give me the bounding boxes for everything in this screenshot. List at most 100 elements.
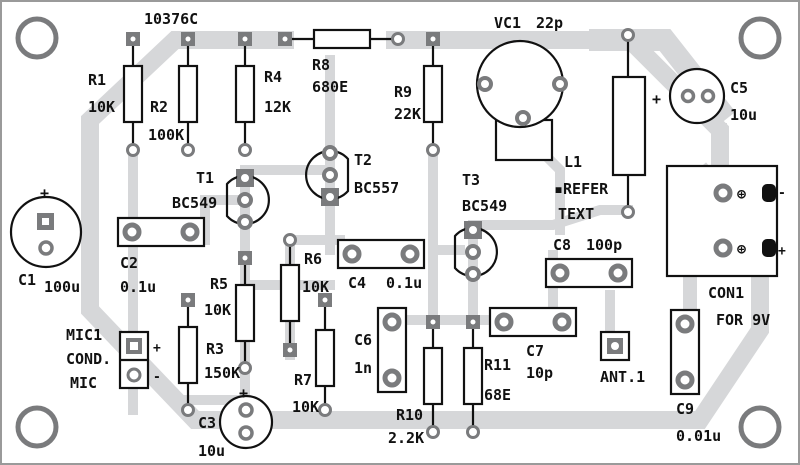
resistor-r2: R2 100K [148, 32, 199, 157]
c5-value: 10u [730, 106, 757, 124]
c8-ref: C8 [553, 236, 571, 254]
mic1-plus: + [153, 341, 161, 356]
c2-ref: C2 [120, 254, 138, 272]
pad-round [342, 244, 362, 264]
resistor-r10: R10 2.2K [388, 315, 444, 447]
pad-round [675, 314, 695, 334]
mounting-hole-icon [738, 405, 782, 449]
pad-round [318, 403, 332, 417]
pad-round [608, 263, 628, 283]
resistor-r1: R1 10K [88, 32, 144, 157]
r11-ref: R11 [484, 356, 511, 374]
capacitor-c2: C20.1u [116, 216, 206, 296]
r3-value: 150K [204, 364, 240, 382]
pad-round [466, 425, 480, 439]
c5-ref: C5 [730, 79, 748, 97]
resistor-r7: R7 10K [292, 293, 336, 417]
l1-note-2: TEXT [558, 205, 594, 223]
t3-ref: T3 [462, 171, 480, 189]
r1-ref: R1 [88, 71, 106, 89]
r6-ref: R6 [304, 250, 322, 268]
r10-value: 2.2K [388, 429, 424, 447]
pad-round [550, 263, 570, 283]
pad-round [181, 403, 195, 417]
con1-note: FOR 9V [716, 311, 770, 329]
con1-ref: CON1 [708, 284, 744, 302]
r7-ref: R7 [294, 371, 312, 389]
pad-round [238, 361, 252, 375]
pad-round [382, 312, 402, 332]
c6-ref: C6 [354, 331, 372, 349]
pad-round [382, 368, 402, 388]
pad-round [122, 222, 142, 242]
con1-tab-pos [762, 239, 776, 257]
board-code: 10376C [144, 10, 198, 28]
l1-note-1: ▪REFER [554, 180, 609, 198]
r4-value: 12K [264, 98, 291, 116]
c1-value: 100u [44, 278, 80, 296]
vc1-value: 22p [536, 14, 563, 32]
vc1-ref: VC1 [494, 14, 521, 32]
t1-value: BC549 [172, 194, 217, 212]
pad-round [675, 370, 695, 390]
c8-value: 100p [586, 236, 622, 254]
t1-ref: T1 [196, 169, 214, 187]
pad-round [465, 266, 481, 282]
c9-value: 0.01u [676, 427, 721, 445]
antenna-ant1: ANT.1 [599, 330, 645, 386]
t2-ref: T2 [354, 151, 372, 169]
capacitor-c1: + C1 100u [9, 184, 83, 296]
pad-round [426, 143, 440, 157]
mounting-hole-icon [15, 16, 59, 60]
capacitor-c8: C8 100p [544, 236, 634, 289]
resistor-r8: R8 680E [278, 28, 405, 96]
r10-ref: R10 [396, 406, 423, 424]
pad-round [552, 312, 572, 332]
r1-value: 10K [88, 98, 115, 116]
pad-round [126, 143, 140, 157]
capacitor-c3: + C3 10u [198, 384, 274, 460]
pad-round [180, 222, 200, 242]
mic1-minus: - [153, 370, 161, 385]
pad-round [322, 167, 338, 183]
connector-con1: ⊕ ⊕ - + CON1 FOR 9V [665, 164, 786, 329]
c9-ref: C9 [676, 400, 694, 418]
mounting-hole-icon [738, 16, 782, 60]
con1-terminal-icon: ⊕ [737, 240, 746, 258]
c3-value: 10u [198, 442, 225, 460]
r7-value: 10K [292, 398, 319, 416]
r6-value: 10K [302, 278, 329, 296]
resistor-r6: R6 10K [279, 233, 329, 357]
pad-round [237, 192, 253, 208]
t3-value: BC549 [462, 197, 507, 215]
pad-round [283, 233, 297, 247]
r2-ref: R2 [150, 98, 168, 116]
pad-round [426, 425, 440, 439]
r2-value: 100K [148, 126, 184, 144]
c5-polarity: + [652, 90, 661, 108]
c7-value: 10p [526, 364, 553, 382]
pad-round [238, 143, 252, 157]
pad-round [494, 312, 514, 332]
con1-minus: - [778, 186, 786, 201]
c4-value: 0.1u [386, 274, 422, 292]
r9-value: 22K [394, 105, 421, 123]
l1-ref: L1 [564, 153, 582, 171]
trimmer-vc1: VC1 22p [475, 14, 568, 162]
con1-tab-neg [762, 184, 776, 202]
resistor-r4: R4 12K [234, 32, 291, 157]
mic1-ref: MIC1 [66, 326, 102, 344]
capacitor-c4: C4 0.1u [336, 238, 426, 292]
r4-ref: R4 [264, 68, 282, 86]
con1-terminal-icon: ⊕ [737, 185, 746, 203]
c4-ref: C4 [348, 274, 366, 292]
pad-round [237, 214, 253, 230]
